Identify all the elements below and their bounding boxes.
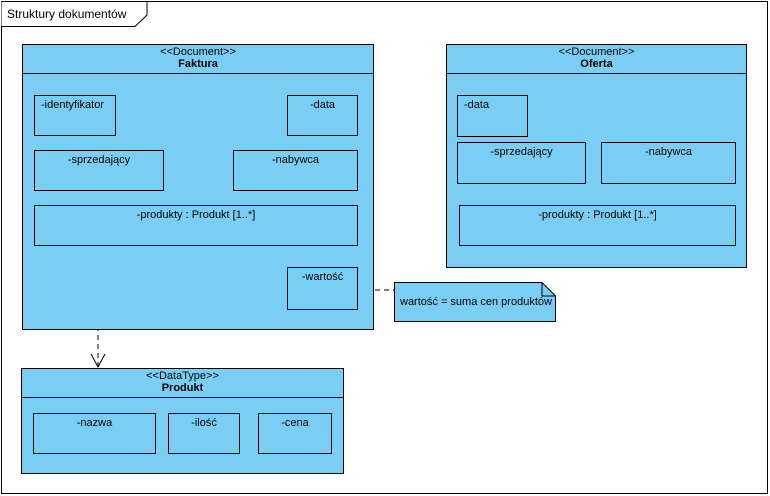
class-header: <<Document>> Oferta: [447, 45, 746, 74]
attribute-data[interactable]: -data: [287, 95, 358, 136]
attribute-nabywca[interactable]: -nabywca: [601, 142, 736, 184]
class-name: Produkt: [161, 382, 204, 394]
attribute-label: -nabywca: [271, 154, 320, 166]
class-oferta[interactable]: <<Document>> Oferta -data -sprzedający -…: [446, 44, 747, 268]
attribute-wartosc[interactable]: -wartość: [287, 267, 358, 310]
class-name: Faktura: [178, 58, 218, 70]
class-header: <<Document>> Faktura: [23, 45, 373, 74]
class-stereotype: <<Document>>: [558, 46, 635, 58]
attribute-label: -data: [309, 99, 336, 111]
dependency-arrowhead: [90, 353, 106, 369]
attribute-produkty[interactable]: -produkty : Produkt [1..*]: [459, 205, 736, 246]
attribute-nazwa[interactable]: -nazwa: [33, 413, 156, 454]
attribute-label: -produkty : Produkt [1..*]: [538, 209, 657, 221]
attribute-nabywca[interactable]: -nabywca: [233, 150, 358, 191]
attribute-label: -identyfikator: [41, 99, 104, 111]
attribute-label: -ilość: [191, 417, 217, 429]
attribute-label: -nabywca: [644, 146, 693, 158]
class-faktura[interactable]: <<Document>> Faktura -identyfikator -dat…: [22, 44, 374, 330]
attribute-data[interactable]: -data: [457, 95, 528, 137]
note-shape: [394, 282, 556, 322]
class-stereotype: <<Document>>: [160, 46, 236, 58]
attribute-label: -nazwa: [76, 417, 113, 429]
note-text: wartość = suma cen produktów: [400, 296, 552, 308]
attribute-ilosc[interactable]: -ilość: [168, 413, 240, 454]
attribute-label: -wartość: [301, 271, 344, 283]
attribute-label: -produkty : Produkt [1..*]: [136, 209, 256, 221]
attribute-label: -sprzedający: [67, 154, 131, 166]
class-header: <<DataType>> Produkt: [22, 369, 343, 398]
class-name: Oferta: [580, 58, 613, 70]
attribute-label: -data: [464, 99, 490, 111]
class-produkt[interactable]: <<DataType>> Produkt -nazwa -ilość -cena: [21, 368, 344, 474]
note[interactable]: wartość = suma cen produktów: [394, 282, 556, 322]
attribute-sprzedajacy[interactable]: -sprzedający: [457, 142, 586, 184]
attribute-identyfikator[interactable]: -identyfikator: [34, 95, 116, 136]
attribute-sprzedajacy[interactable]: -sprzedający: [34, 150, 164, 191]
class-stereotype: <<DataType>>: [146, 370, 219, 382]
attribute-label: -sprzedający: [490, 146, 553, 158]
frame-title: Struktury dokumentów: [7, 7, 127, 21]
attribute-produkty[interactable]: -produkty : Produkt [1..*]: [34, 205, 358, 246]
attribute-cena[interactable]: -cena: [258, 413, 332, 454]
attribute-label: -cena: [281, 417, 309, 429]
